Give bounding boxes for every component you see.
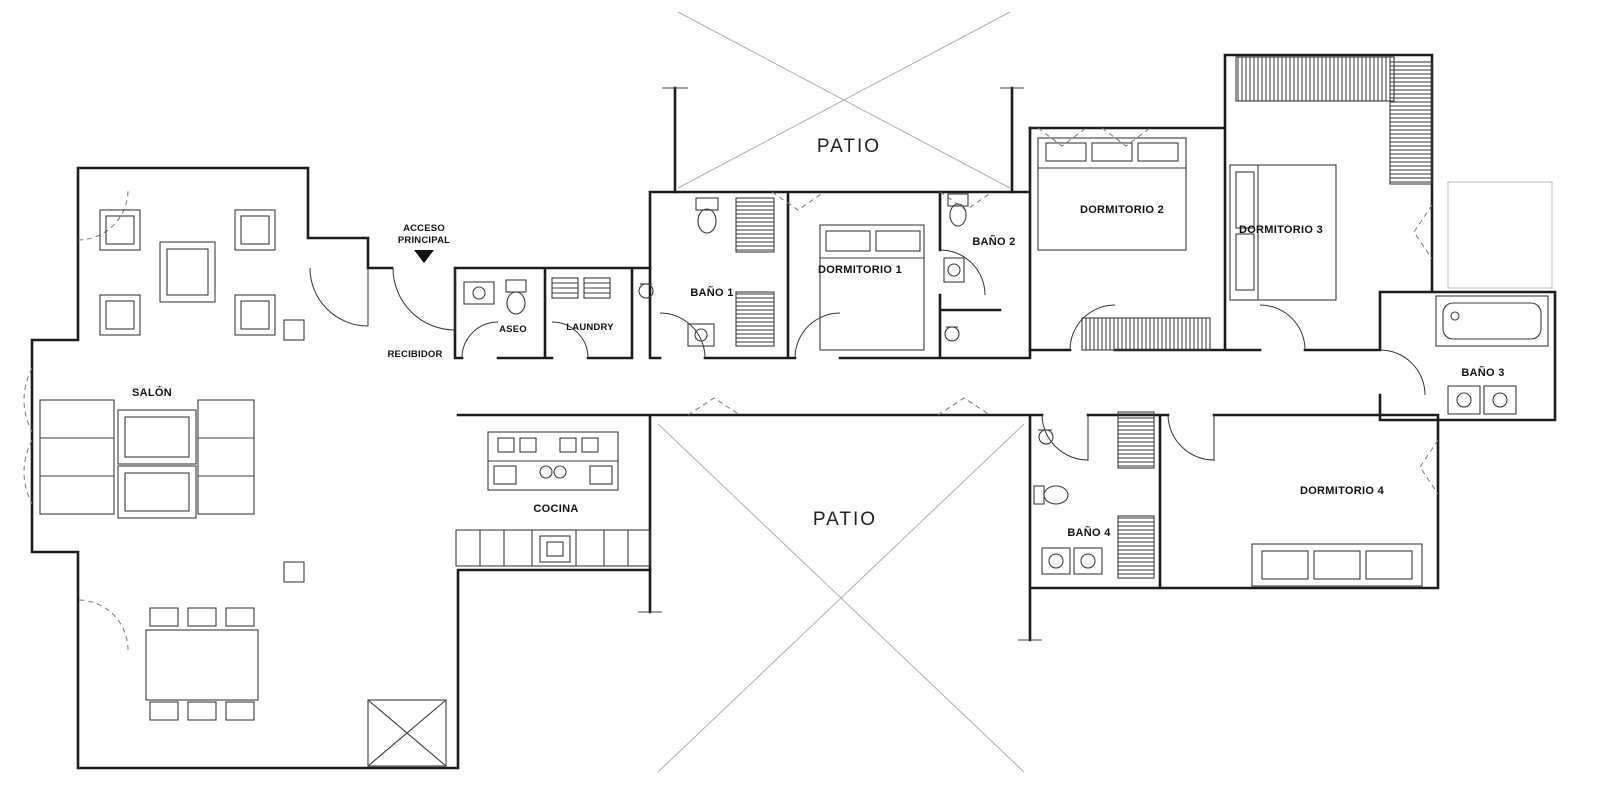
dormitorio4-door-arc: [1167, 414, 1215, 461]
label-dormitorio-4: DORMITORIO 4: [1300, 485, 1385, 497]
door-swings: [309, 249, 1426, 461]
wardrobe-dormitorio3-top: [1235, 56, 1395, 102]
entrance-arrow-icon: [414, 250, 434, 263]
bed-dormitorio4: [1251, 543, 1423, 587]
bano3-fixtures: [1435, 295, 1549, 415]
kitchen-counter: [455, 529, 651, 567]
wardrobe-dormitorio2: [1081, 317, 1211, 351]
label-aseo: ASEO: [499, 324, 527, 335]
bed-dormitorio3: [1229, 164, 1337, 301]
bano3-door-arc: [1379, 349, 1426, 396]
label-acceso-line2: PRINCIPAL: [398, 235, 450, 246]
laundry-door-arc: [551, 321, 589, 359]
label-salon: SALÓN: [132, 386, 172, 399]
label-dormitorio-2: DORMITORIO 2: [1080, 204, 1164, 216]
entry-door-arc: [392, 267, 456, 331]
column-box: [283, 561, 305, 583]
label-patio-top: PATIO: [817, 136, 881, 157]
label-dormitorio-3: DORMITORIO 3: [1239, 224, 1323, 236]
dormitorio1-door-arc: [794, 312, 841, 359]
laundry-machines: [551, 277, 611, 299]
salon-armchairs: [99, 209, 276, 336]
label-acceso-line1: ACCESO: [403, 223, 445, 234]
salon-door-arc: [309, 267, 369, 327]
bano1-fixtures: [687, 197, 775, 347]
dormitorio3-door-arc: [1259, 304, 1306, 351]
dining-table: [145, 607, 259, 721]
walls: [30, 53, 1557, 770]
label-bano-4: BAÑO 4: [1067, 526, 1111, 539]
label-bano-3: BAÑO 3: [1461, 366, 1504, 379]
window-marks: [23, 127, 1439, 651]
label-dormitorio-1: DORMITORIO 1: [818, 264, 902, 276]
kitchen-island: [487, 431, 619, 491]
aseo-door-arc: [461, 321, 499, 359]
salon-sofas: [39, 399, 255, 519]
label-bano-2: BAÑO 2: [972, 235, 1015, 248]
label-recibidor: RECIBIDOR: [387, 349, 442, 360]
label-bano-1: BAÑO 1: [690, 286, 733, 299]
terrace-outline: [1447, 181, 1553, 289]
column-box: [283, 319, 305, 341]
label-cocina: COCINA: [533, 503, 578, 515]
label-patio-bottom: PATIO: [813, 509, 877, 530]
stair-shaft: [367, 699, 447, 767]
wall-ticks: [638, 87, 1042, 641]
corridor-basin: [638, 283, 654, 299]
label-laundry: LAUNDRY: [566, 322, 614, 333]
patio-top-cross: [677, 11, 1011, 189]
bano4-door-arc: [1041, 414, 1089, 461]
bano1-door-arc: [659, 312, 706, 359]
bano4-fixtures: [1033, 411, 1155, 579]
aseo-fixtures: [463, 279, 527, 315]
patio-bottom-cross: [657, 423, 1025, 773]
bano2-door-arc: [939, 249, 986, 296]
bed-dormitorio2: [1037, 137, 1187, 251]
bano2-fixtures: [943, 193, 969, 342]
furniture: [39, 56, 1549, 767]
bed-dormitorio1: [819, 224, 925, 351]
wardrobe-dormitorio3-side: [1389, 61, 1433, 185]
